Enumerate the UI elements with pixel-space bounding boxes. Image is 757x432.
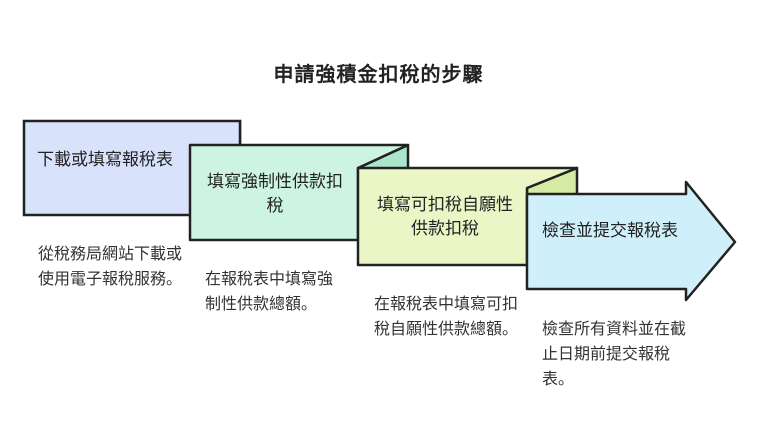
step-2-description: 在報稅表中填寫強制性供款總額。: [205, 269, 334, 313]
step-3-label: 填寫可扣稅自願性供款扣稅: [377, 195, 513, 239]
step-1-description: 從稅務局網站下載或使用電子報稅服務。: [38, 244, 183, 288]
step-3-description: 在報稅表中填寫可扣稅自願性供款總額。: [374, 294, 519, 338]
step-1-label: 下載或填寫報稅表: [37, 150, 173, 170]
step-4-shape: [525, 180, 737, 302]
diagram-title: 申請強積金扣稅的步驟: [273, 62, 484, 86]
step-2-label: 填寫強制性供款扣稅: [207, 172, 343, 216]
step-4-description: 檢查所有資料並在截止日期前提交報稅表。: [542, 319, 687, 388]
step-4-label: 檢查並提交報稅表: [542, 221, 678, 241]
step-4-arrow: [525, 180, 737, 302]
